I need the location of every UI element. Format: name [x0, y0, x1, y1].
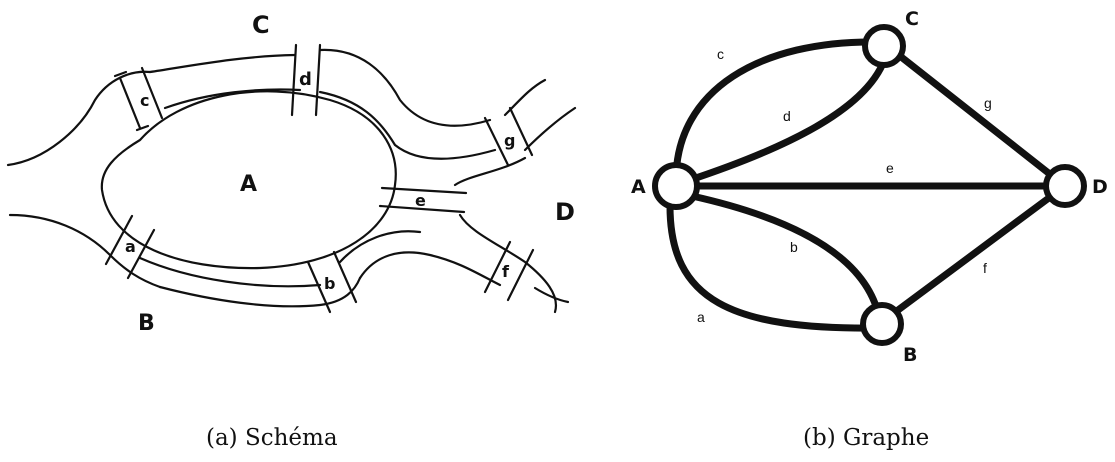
graph-edge-a: [666, 202, 884, 332]
bridge-a: [104, 214, 156, 280]
river-bank-middle-right: [453, 156, 527, 187]
schema-bridge-e-label: e: [415, 191, 426, 210]
graph-edge-b: [688, 192, 884, 326]
bridge-f: [483, 240, 535, 302]
schema-region-a-label: A: [240, 172, 257, 197]
bridge-c: [113, 66, 164, 132]
schema-region-b-label: B: [138, 311, 155, 336]
graph-node-b: [860, 302, 904, 346]
graphe-caption: (b) Graphe: [803, 425, 930, 451]
schema-region-c-label: C: [252, 11, 270, 39]
graph-edge-g: [882, 41, 1069, 190]
graph-edge-c: [672, 38, 882, 184]
river-bank-lower-inner-right: [338, 230, 422, 264]
river-bank-upper-top: [148, 53, 297, 74]
river-bank-inner-top-right: [318, 90, 497, 160]
graph-edge-e-label: e: [886, 160, 894, 176]
river-bank-upper-left: [6, 70, 152, 167]
graph-edge-a-label: a: [697, 309, 705, 325]
graph-node-b-label: B: [903, 344, 917, 366]
river-bank-branch-lower-lower: [458, 213, 558, 314]
schema-bridge-c-label: c: [140, 91, 149, 110]
river-bank-lower-inner: [138, 256, 322, 288]
river-bank-lower-left: [8, 213, 162, 289]
graph-edge-d: [686, 51, 890, 184]
graph-node-c-label: C: [905, 8, 919, 30]
river-bank-lower-right: [358, 251, 502, 287]
schema-region-d-label: D: [555, 198, 575, 226]
graph-edge-f: [878, 182, 1069, 326]
graph-edge-d-label: d: [783, 108, 791, 124]
bridge-g: [483, 106, 534, 167]
schema-bridge-b-label: b: [324, 274, 335, 293]
schema-bridge-d-label: d: [299, 69, 312, 90]
island-a-outline: [100, 90, 397, 270]
graph-node-a: [652, 162, 700, 210]
graph-edge-c-label: c: [717, 46, 724, 62]
schema-bridge-a-label: a: [125, 237, 136, 256]
graph-edge-g-label: g: [984, 95, 992, 111]
bridge-e: [378, 186, 468, 214]
graph-edges: [666, 38, 1069, 332]
graph-edge-b-label: b: [790, 239, 798, 255]
graph-node-d-label: D: [1092, 176, 1108, 198]
graph-node-d: [1043, 164, 1087, 208]
river-bank-upper-right: [318, 48, 492, 127]
bridge-b: [306, 250, 358, 314]
river-bank-upper-branch: [503, 78, 547, 117]
graph-nodes: [652, 24, 1087, 346]
schema-bridge-g-label: g: [504, 131, 515, 150]
bridge-d: [290, 43, 322, 117]
river-bank-inner-top: [163, 88, 302, 110]
schema-drawing: [6, 43, 577, 314]
graph-node-c: [862, 24, 906, 68]
schema-caption: (a) Schéma: [206, 425, 338, 451]
river-bank-branch-lower-mid: [533, 286, 570, 304]
graph-node-a-label: A: [631, 176, 646, 198]
graph-edge-f-label: f: [983, 260, 987, 276]
river-bank-branch-lower-upper: [523, 106, 577, 152]
schema-bridge-f-label: f: [502, 262, 510, 281]
